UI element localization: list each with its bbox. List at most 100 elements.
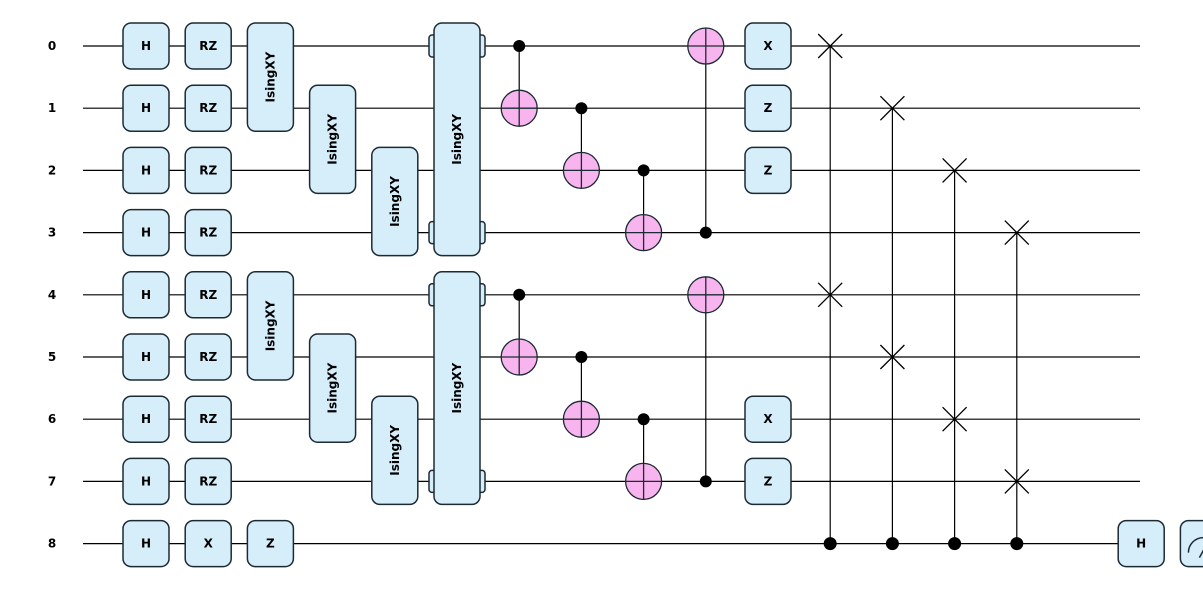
gate-box bbox=[246, 271, 295, 381]
gate-box bbox=[433, 271, 481, 506]
swap-stroke bbox=[817, 282, 843, 308]
control-dot bbox=[513, 288, 526, 301]
gate-z: Z bbox=[744, 457, 792, 506]
gate-box bbox=[122, 22, 170, 70]
swap-x-icon bbox=[942, 406, 968, 432]
gate-box bbox=[184, 22, 232, 70]
swap-x-icon bbox=[817, 33, 843, 59]
control-dot bbox=[513, 40, 526, 52]
gate-z: Z bbox=[744, 146, 792, 195]
gate-label: RZ bbox=[199, 412, 217, 426]
gate-box bbox=[184, 208, 232, 257]
gate-label: RZ bbox=[199, 101, 217, 115]
gate-rz: RZ bbox=[184, 271, 232, 319]
gate-box bbox=[122, 208, 170, 257]
gate-label: H bbox=[141, 288, 151, 302]
gate-label: H bbox=[141, 163, 151, 177]
gate-box bbox=[308, 84, 357, 195]
gate-isingxy: IsingXY bbox=[308, 333, 357, 443]
gate-h: H bbox=[122, 84, 170, 132]
gate-z: Z bbox=[246, 519, 295, 568]
gate-box bbox=[122, 271, 170, 319]
gate-box bbox=[371, 395, 419, 506]
swap-x-icon bbox=[879, 344, 905, 370]
gate-box bbox=[246, 519, 295, 568]
gate-box bbox=[184, 457, 232, 506]
gate-isingxy: IsingXY bbox=[428, 22, 486, 257]
gate-isingxy: IsingXY bbox=[371, 395, 419, 506]
gate-box bbox=[744, 395, 792, 443]
swap-stroke bbox=[879, 344, 905, 370]
gate-h: H bbox=[122, 208, 170, 257]
cnot-target bbox=[562, 400, 601, 438]
gate-x: X bbox=[744, 395, 792, 443]
wire-label-0: 0 bbox=[48, 39, 56, 53]
control-dot bbox=[699, 475, 712, 488]
gate-h: H bbox=[122, 146, 170, 195]
swap-stroke bbox=[942, 157, 968, 183]
wire-label-5: 5 bbox=[48, 350, 56, 364]
gate-h: H bbox=[122, 271, 170, 319]
gate-label: IsingXY bbox=[326, 362, 340, 413]
gate-label: Z bbox=[764, 163, 773, 177]
gate-label: H bbox=[141, 537, 151, 551]
cnot-target bbox=[624, 462, 663, 501]
swap-stroke bbox=[817, 33, 843, 59]
gate-label: Z bbox=[266, 537, 275, 551]
gate-box bbox=[122, 395, 170, 443]
gate-label: H bbox=[1136, 537, 1146, 551]
wire-label-6: 6 bbox=[48, 412, 56, 426]
control-dot bbox=[885, 537, 899, 551]
wire-label-1: 1 bbox=[48, 101, 56, 115]
gate-box bbox=[246, 22, 295, 132]
gate-label: Z bbox=[764, 474, 773, 488]
gate-box bbox=[1117, 519, 1165, 568]
gate-box bbox=[744, 22, 792, 70]
control-dot bbox=[637, 413, 650, 426]
gate-isingxy: IsingXY bbox=[246, 271, 295, 381]
swap-x-icon bbox=[1004, 468, 1030, 494]
control-dot bbox=[1010, 537, 1024, 551]
gate-label: IsingXY bbox=[388, 176, 402, 227]
gate-isingxy: IsingXY bbox=[308, 84, 357, 195]
gate-rz: RZ bbox=[184, 395, 232, 443]
gate-rz: RZ bbox=[184, 333, 232, 381]
gate-box bbox=[371, 146, 419, 257]
gate-box bbox=[122, 146, 170, 195]
gate-z: Z bbox=[744, 84, 792, 132]
gate-box bbox=[744, 457, 792, 506]
gate-box bbox=[184, 271, 232, 319]
gate-label: RZ bbox=[199, 474, 217, 488]
gate-rz: RZ bbox=[184, 457, 232, 506]
wire-label-4: 4 bbox=[48, 288, 56, 302]
cnot-target bbox=[500, 338, 538, 376]
wire-label-3: 3 bbox=[48, 226, 56, 240]
gate-rz: RZ bbox=[184, 84, 232, 132]
gate-label: H bbox=[141, 474, 151, 488]
control-dot bbox=[575, 102, 588, 115]
gate-rz: RZ bbox=[184, 208, 232, 257]
gate-x: X bbox=[744, 22, 792, 70]
gate-label: H bbox=[141, 226, 151, 240]
gate-box bbox=[433, 22, 481, 257]
gate-h: H bbox=[122, 395, 170, 443]
gate-box bbox=[122, 519, 170, 568]
gate-h: H bbox=[122, 519, 170, 568]
gate-label: IsingXY bbox=[388, 425, 402, 476]
gate-h: H bbox=[122, 22, 170, 70]
gate-label: RZ bbox=[199, 39, 217, 53]
cnot-target bbox=[500, 89, 538, 127]
control-dot bbox=[823, 537, 837, 551]
gate-label: H bbox=[141, 412, 151, 426]
control-dot bbox=[575, 351, 588, 363]
control-dot bbox=[637, 164, 650, 177]
wires-layer bbox=[83, 45, 1140, 545]
swap-x-icon bbox=[1004, 220, 1030, 246]
swap-stroke bbox=[1004, 468, 1030, 494]
cnot-target bbox=[687, 27, 725, 65]
meter-needle bbox=[1198, 549, 1203, 558]
gate-box bbox=[184, 395, 232, 443]
swap-stroke bbox=[879, 95, 905, 121]
gate-box bbox=[744, 146, 792, 195]
